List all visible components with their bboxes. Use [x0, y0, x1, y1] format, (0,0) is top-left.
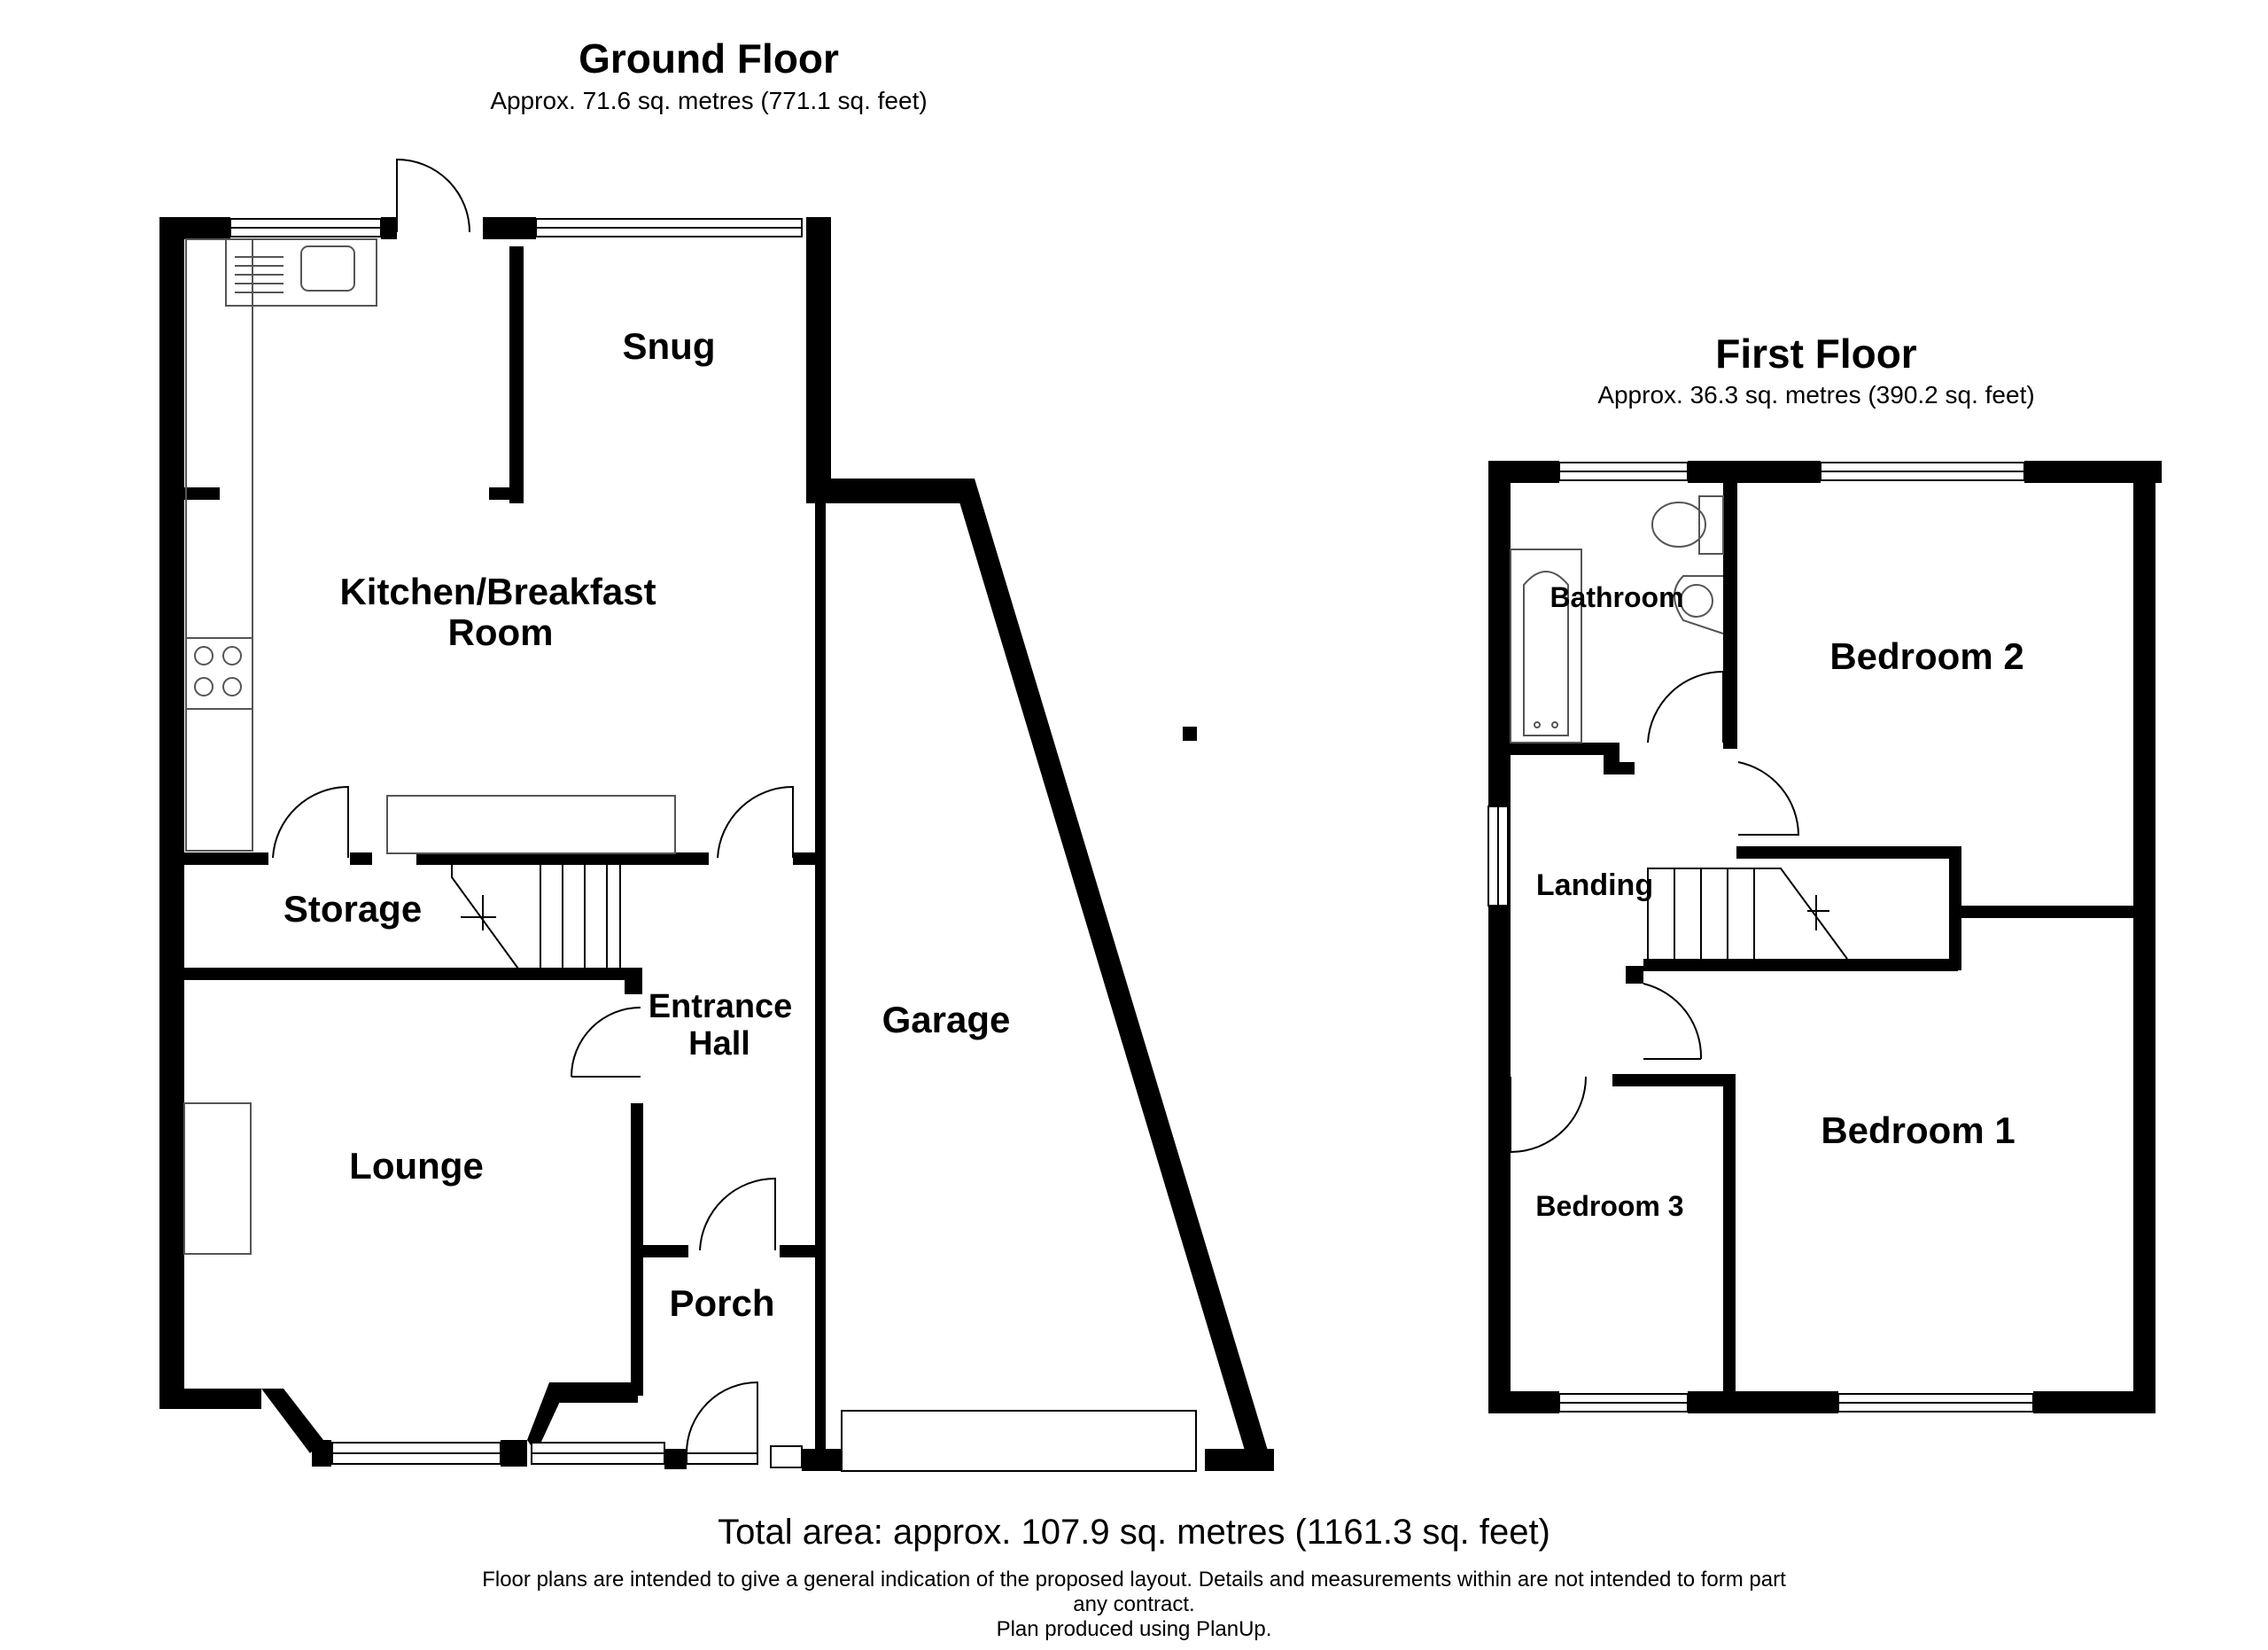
ground-floor-area: Approx. 71.6 sq. metres (771.1 sq. feet) [490, 87, 927, 114]
ground-floor-plan [159, 158, 1274, 1472]
disclaimer-line-2: any contract. [1073, 1592, 1194, 1616]
room-label-snug: Snug [623, 325, 716, 367]
first-floor-title: First Floor [1715, 331, 1917, 377]
room-label-bathroom: Bathroom [1550, 581, 1683, 613]
first-floor-doors [1510, 670, 1800, 1154]
room-label-porch: Porch [669, 1282, 774, 1324]
plan-produced-by: Plan produced using PlanUp. [997, 1617, 1272, 1641]
kitchen-units [185, 238, 676, 854]
ground-floor-title: Ground Floor [579, 35, 839, 82]
ground-floor-doors [272, 785, 794, 1251]
room-label-entrance-hall: Entrance [649, 988, 793, 1025]
room-label-kitchen: Kitchen/Breakfast [339, 571, 656, 612]
back-door [396, 158, 470, 233]
lounge-fireplace [183, 1102, 252, 1255]
first-floor-stairs [1647, 868, 1848, 960]
room-label-landing: Landing [1536, 868, 1653, 902]
room-label-kitchen-2: Room [448, 611, 554, 653]
first-floor-plan [1487, 461, 2162, 1413]
room-label-storage: Storage [284, 888, 422, 930]
garage-door [841, 1410, 1197, 1472]
lounge-bay-window [261, 1382, 678, 1469]
room-label-lounge: Lounge [349, 1145, 484, 1187]
ground-floor-stairs [451, 865, 621, 976]
room-label-bedroom-1: Bedroom 1 [1821, 1109, 2015, 1151]
room-label-garage: Garage [882, 999, 1011, 1040]
room-label-entrance-hall-2: Hall [688, 1025, 750, 1062]
disclaimer: Floor plans are intended to give a gener… [482, 1568, 1786, 1592]
room-label-bedroom-3: Bedroom 3 [1535, 1190, 1683, 1222]
ground-floor-walls [159, 217, 1274, 1471]
porch-front-door [678, 1381, 803, 1469]
total-area: Total area: approx. 107.9 sq. metres (11… [718, 1513, 1550, 1552]
first-floor-walls [1488, 461, 2162, 1413]
bathroom-fixtures [1510, 495, 1724, 743]
room-label-bedroom-2: Bedroom 2 [1829, 635, 2023, 677]
first-floor-area: Approx. 36.3 sq. metres (390.2 sq. feet) [1597, 381, 2034, 409]
